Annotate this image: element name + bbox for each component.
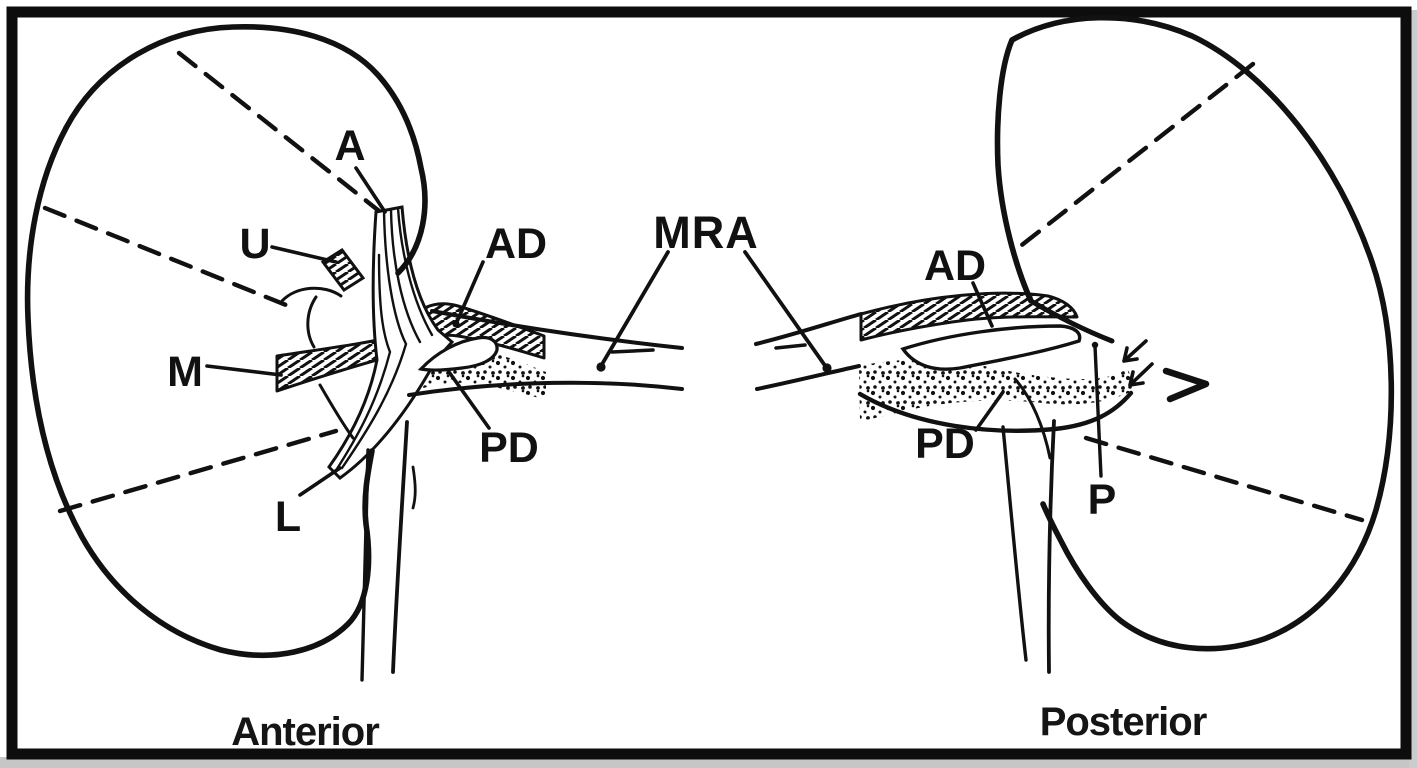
main-renal-artery-callout: MRA xyxy=(596,207,832,373)
leader-line-posterior-division xyxy=(447,370,491,430)
label-posterior-segment: P xyxy=(1088,476,1117,524)
leader-dot xyxy=(1091,341,1099,349)
pelvis-funnel-line xyxy=(411,465,417,510)
posterior-division-lower-edge xyxy=(857,390,1134,433)
label-middle-segment: M xyxy=(167,348,203,396)
artery-cut-mark xyxy=(774,343,807,350)
renal-pelvis xyxy=(417,335,499,372)
label-posterior-division-right: PD xyxy=(915,420,975,468)
leader-line-anterior-division xyxy=(454,260,485,326)
ureter-line xyxy=(1001,425,1028,662)
vessel-longitudinal-line xyxy=(333,253,392,474)
vessel-longitudinal-line xyxy=(340,209,408,470)
label-lower-segment: L xyxy=(275,493,301,541)
leader-dot xyxy=(822,363,832,373)
leader-line-middle xyxy=(205,364,283,377)
left-kidney-outline xyxy=(24,24,428,659)
leader-dot xyxy=(596,362,606,372)
vessel-longitudinal-line xyxy=(396,206,434,337)
right-kidney-posterior-view: AD PD P Posterior xyxy=(754,14,1395,744)
posterior-division-stippled-band xyxy=(859,359,1134,421)
artery-cut-mark xyxy=(610,348,655,354)
small-arrow-icon xyxy=(1128,362,1154,387)
label-upper-segment: U xyxy=(239,220,270,268)
leader-line-anterior-division xyxy=(971,281,994,328)
chevron-arrow-icon xyxy=(1162,367,1210,403)
leader-line-apical xyxy=(354,166,387,214)
main-renal-artery-lower-line xyxy=(407,380,684,397)
calyx-curve xyxy=(318,383,355,440)
ureter-line xyxy=(391,420,409,674)
anterior-division-trunk xyxy=(327,205,455,480)
label-posterior-division-left: PD xyxy=(479,424,539,472)
anterior-division-hatched-band xyxy=(859,291,1079,342)
ureter-line xyxy=(1046,419,1056,674)
pelvis-funnel-line xyxy=(1013,377,1052,460)
hilum-upper-lip xyxy=(1028,298,1115,344)
segment-divider-dashed-line xyxy=(176,50,391,221)
vessel-longitudinal-line xyxy=(389,208,422,344)
figure-frame xyxy=(6,6,1412,760)
renal-pelvis xyxy=(900,324,1082,371)
leader-line-mra-right xyxy=(743,250,828,369)
label-main-renal-artery: MRA xyxy=(653,207,758,258)
segment-divider-dashed-line xyxy=(57,428,339,514)
label-anterior-division-right: AD xyxy=(924,242,986,290)
label-apical-segment: A xyxy=(334,122,365,170)
caption-posterior-view: Posterior xyxy=(1040,700,1207,744)
leader-line-lower xyxy=(298,466,342,497)
small-arrow-icon xyxy=(1122,339,1148,363)
segment-divider-dashed-line xyxy=(1015,61,1256,251)
photo-edge-bottom xyxy=(0,757,1417,768)
main-renal-artery-upper-line xyxy=(754,312,863,346)
ureter-line xyxy=(360,448,370,682)
photo-edge-right xyxy=(1409,10,1417,768)
caption-anterior-view: Anterior xyxy=(231,710,379,754)
leader-line-posterior-segment xyxy=(1093,344,1103,478)
calyx-curve xyxy=(306,295,318,349)
segment-divider-dashed-line xyxy=(1083,435,1365,523)
leader-line-posterior-division xyxy=(974,390,1005,432)
leader-dot xyxy=(452,320,460,328)
calyx-curve xyxy=(280,286,343,303)
leader-line-upper xyxy=(270,245,338,264)
left-kidney-anterior-view: A U M L AD PD Anterior xyxy=(24,24,684,754)
main-renal-artery-upper-line xyxy=(430,309,684,350)
leader-line-mra-left xyxy=(599,250,670,368)
segment-divider-dashed-line xyxy=(42,205,289,308)
right-kidney-outline xyxy=(994,14,1395,652)
label-anterior-division-left: AD xyxy=(485,220,547,268)
main-renal-artery-lower-line xyxy=(755,364,861,391)
